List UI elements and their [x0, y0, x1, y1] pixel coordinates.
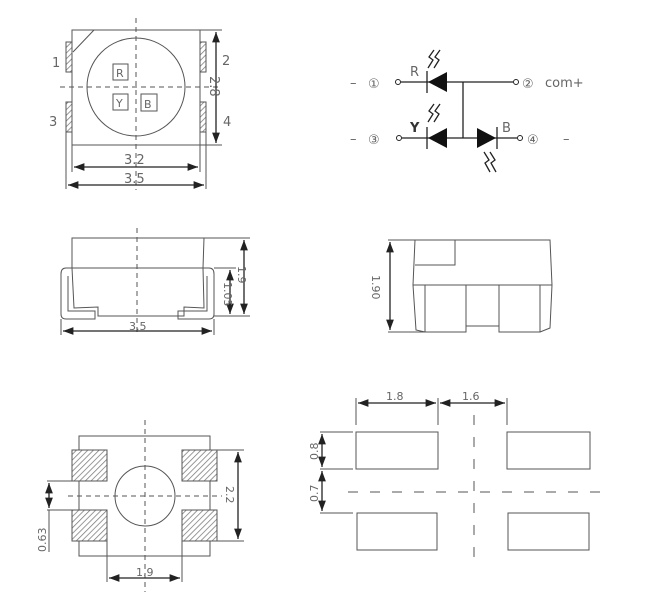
dim-lead-height: 1.05 [221, 282, 234, 307]
bottom-view: 2.2 0.63 1.9 [36, 420, 244, 592]
dim-pad-gap-y: 0.7 [308, 485, 321, 503]
pad-4 [199, 101, 207, 133]
pad [181, 509, 218, 542]
dim-inner-width: 3.2 [124, 153, 145, 168]
dim-pad-pitch: 2.2 [223, 486, 236, 504]
dim-pad-gap: 0.63 [36, 528, 49, 553]
pin3-number: ③ [368, 133, 380, 148]
pad [71, 449, 108, 482]
chip-label-y: Y [115, 97, 123, 110]
pin4-number: ④ [527, 133, 539, 148]
chip-label-r: R [116, 67, 124, 80]
diode-r [426, 49, 447, 93]
diode-y [426, 103, 447, 149]
pin1-number: ① [368, 77, 380, 92]
footprint-pad [355, 431, 439, 470]
pin4-sign: – [563, 132, 570, 147]
pad-3 [65, 101, 73, 133]
dim-pad-gap-x: 1.6 [462, 390, 480, 403]
circuit-schematic: – ① R ② com+ – ③ Y B ④ – [350, 49, 584, 173]
dim-pad-width: 1.8 [386, 390, 404, 403]
footprint-pad [356, 512, 438, 551]
pad [181, 449, 218, 482]
dim-height: 1.9 [235, 266, 248, 284]
pin1-sign: – [350, 76, 357, 91]
dim-height: 2.8 [206, 76, 221, 97]
pin2-sign: com+ [545, 76, 584, 91]
pin2-number: ② [522, 77, 534, 92]
pad [71, 509, 108, 542]
dim-outer-width: 3.5 [124, 172, 145, 187]
top-view: 1 2 3 4 R Y B 2.8 3.2 3.5 [49, 18, 231, 190]
footprint-pad [507, 512, 590, 551]
pin-label-4: 4 [223, 115, 231, 130]
dim-pad-span: 1.9 [136, 566, 154, 579]
pad-1 [65, 41, 73, 73]
chip-label-b: B [144, 98, 152, 111]
footprint-pad [506, 431, 591, 470]
side-view: 1.9 1.05 3.5 [60, 228, 250, 335]
recommended-footprint: 1.8 1.6 0.8 0.7 [308, 390, 600, 560]
diode-b [477, 127, 498, 173]
pad-2 [199, 41, 207, 73]
pin3-sign: – [350, 132, 357, 147]
dim-width: 3.5 [129, 320, 147, 333]
dim-height: 1.90 [369, 275, 382, 300]
pin-label-3: 3 [49, 115, 57, 130]
end-view: 1.90 [369, 239, 553, 333]
pin-label-1: 1 [52, 56, 60, 71]
diode-label-y: Y [409, 121, 420, 136]
dim-pad-height: 0.8 [308, 443, 321, 461]
diode-label-r: R [410, 65, 419, 80]
diode-label-b: B [502, 121, 511, 136]
pin-label-2: 2 [222, 54, 230, 69]
